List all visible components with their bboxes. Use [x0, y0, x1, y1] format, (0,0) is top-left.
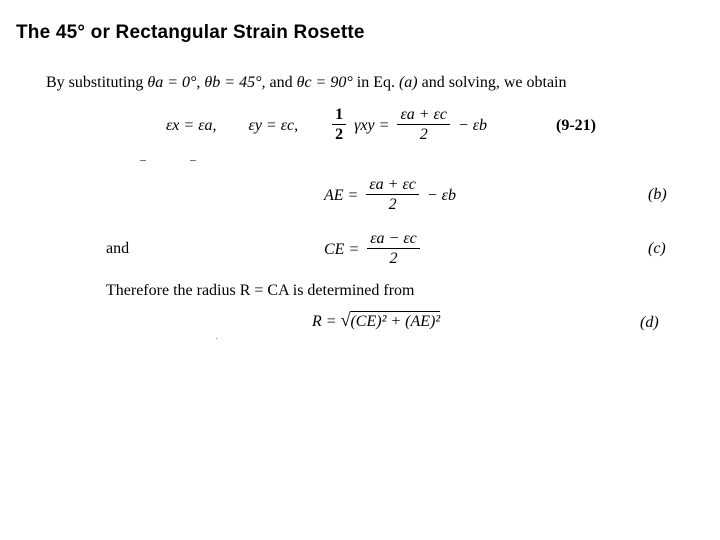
eqd-tag: (d): [640, 314, 659, 331]
eqb-den: 2: [388, 196, 397, 213]
eqb-lhs: AE =: [324, 186, 359, 204]
therefore-sentence: Therefore the radius R = CA is determine…: [106, 282, 415, 299]
intro-tail: and solving, we obtain: [421, 74, 567, 91]
theta-b: θb = 45°,: [204, 74, 266, 91]
eqd-radicand: (CE)² + (AE)²: [350, 311, 441, 330]
eq921-fraction: εa + εc 2: [397, 106, 450, 145]
eq921-tag: (9-21): [556, 117, 596, 134]
theta-c: θc = 90°: [296, 74, 353, 91]
eqc-num: εa − εc: [367, 230, 420, 249]
equation-b: AE = εa + εc 2 − εb: [324, 176, 456, 215]
equation-9-21: εx = εa, εy = εc, 1 2 γxy = εa + εc 2 − …: [166, 106, 487, 145]
intro-and: and: [269, 74, 293, 91]
scan-mark: [190, 160, 196, 161]
eq921-frac-num: εa + εc: [397, 106, 450, 125]
radical-sign-icon: √: [340, 310, 351, 330]
eq921-frac-den: 2: [419, 126, 428, 143]
eq921-minus-eb: − εb: [457, 116, 488, 134]
eqd-lhs: R =: [312, 313, 337, 330]
eqb-minus-eb: − εb: [426, 186, 456, 204]
eqb-tag: (b): [648, 186, 667, 203]
scan-mark: [216, 338, 217, 339]
and-label: and: [106, 240, 130, 257]
eq921-gamma: γxy =: [354, 116, 390, 134]
eq921-ey: εy = εc,: [248, 116, 299, 134]
eqc-tag: (c): [648, 240, 666, 257]
eqc-fraction: εa − εc 2: [367, 230, 420, 269]
equation-c: CE = εa − εc 2: [324, 230, 420, 269]
intro-lead: By substituting: [46, 74, 144, 91]
eqc-den: 2: [389, 250, 398, 267]
theta-a: θa = 0°,: [147, 74, 201, 91]
eq921-half-den: 2: [335, 126, 344, 143]
eqb-fraction: εa + εc 2: [366, 176, 419, 215]
eq921-half-num: 1: [332, 106, 347, 125]
eq921-half: 1 2: [332, 106, 347, 145]
eq921-ex: εx = εa,: [166, 116, 217, 134]
intro-eq-ref: (a): [398, 74, 418, 91]
scan-mark: [140, 160, 146, 161]
eqc-lhs: CE =: [324, 240, 360, 258]
intro-sentence: By substituting θa = 0°, θb = 45°, and θ…: [46, 74, 567, 92]
intro-in-eq: in Eq.: [356, 74, 395, 91]
eqb-num: εa + εc: [366, 176, 419, 195]
equation-d: R = √(CE)² + (AE)²: [312, 310, 441, 331]
slide-title: The 45° or Rectangular Strain Rosette: [16, 22, 365, 43]
